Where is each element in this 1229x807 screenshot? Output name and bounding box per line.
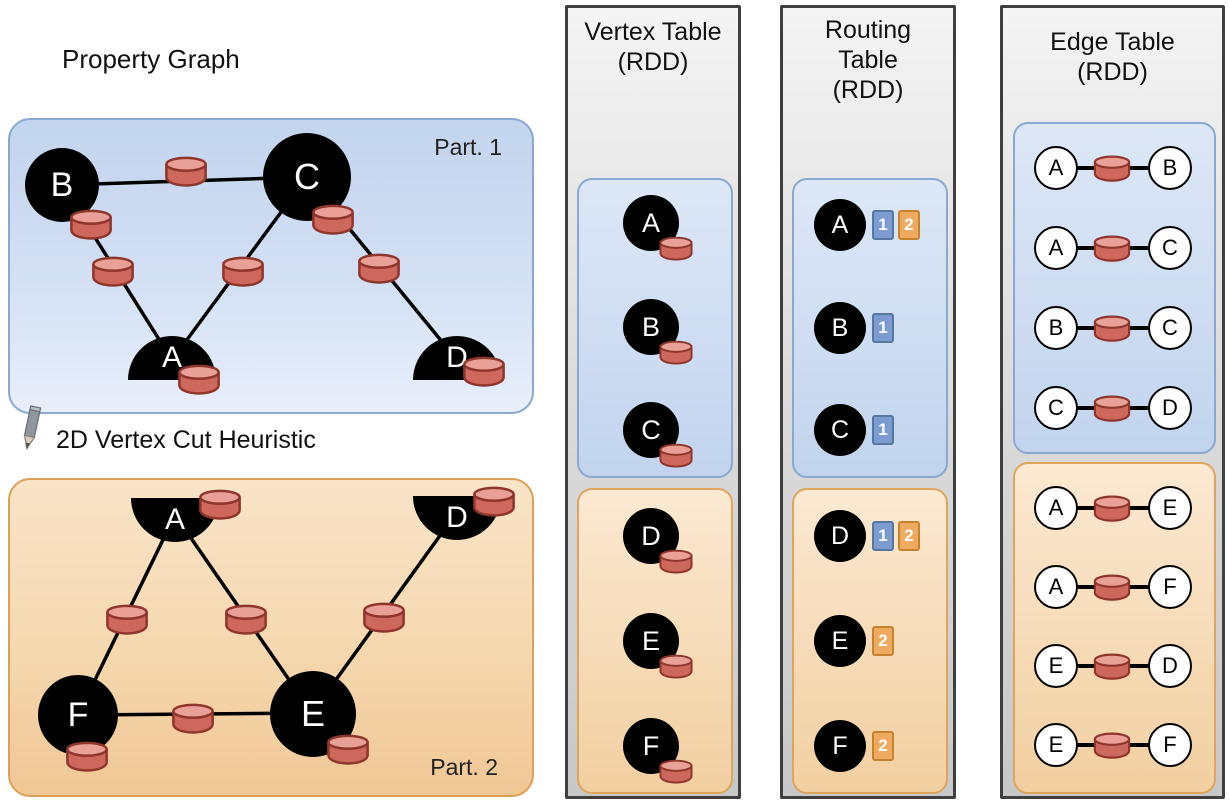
edge-endpoint: E — [1034, 723, 1078, 767]
edge-property-cylinder-icon — [223, 604, 269, 635]
edge-table-title: Edge Table — [1050, 28, 1175, 56]
vertex-property-cylinder-icon — [310, 204, 356, 235]
routing-node-d: D — [814, 510, 866, 562]
edge-endpoint: E — [1148, 486, 1192, 530]
vertex-property-cylinder-icon — [658, 654, 694, 679]
partition-badge: 1 — [872, 415, 894, 445]
vertex-property-cylinder-icon — [658, 759, 694, 784]
edge-property-cylinder-icon — [1092, 315, 1132, 342]
edge-endpoint: A — [1034, 486, 1078, 530]
routing-table-title: Routing — [824, 16, 912, 44]
edge-property-cylinder-icon — [104, 604, 150, 635]
vertex-property-cylinder-icon — [471, 486, 517, 517]
edge-endpoint: C — [1148, 306, 1192, 350]
edge-property-cylinder-icon — [1092, 732, 1132, 759]
property-graph-title: Property Graph — [62, 44, 240, 74]
routing-node-f: F — [814, 720, 866, 772]
routing-node-e: E — [814, 615, 866, 667]
routing-table-title2: Table — [838, 46, 898, 74]
edge-endpoint: A — [1034, 565, 1078, 609]
partition-badge: 2 — [898, 210, 920, 240]
routing-node-c: C — [814, 404, 866, 456]
partition-badge: 1 — [872, 210, 894, 240]
edge-endpoint: A — [1034, 226, 1078, 270]
vertex-table-node-c: C — [623, 402, 679, 458]
edge-endpoint: C — [1034, 386, 1078, 430]
edge-property-cylinder-icon — [1092, 235, 1132, 262]
edge-endpoint: D — [1148, 644, 1192, 688]
edge-property-cylinder-icon — [356, 253, 402, 284]
vertex-property-cylinder-icon — [68, 209, 114, 240]
vertex-property-cylinder-icon — [461, 356, 507, 387]
edge-property-cylinder-icon — [1092, 495, 1132, 522]
vertex-property-cylinder-icon — [658, 549, 694, 574]
edge-endpoint: B — [1034, 306, 1078, 350]
vertex-property-cylinder-icon — [64, 741, 110, 772]
edge-property-cylinder-icon — [361, 602, 407, 633]
edge-endpoint: A — [1034, 146, 1078, 190]
edge-property-cylinder-icon — [1092, 653, 1132, 680]
heuristic-label: 2D Vertex Cut Heuristic — [56, 426, 316, 454]
vertex-property-cylinder-icon — [658, 236, 694, 261]
edge-endpoint: E — [1034, 644, 1078, 688]
edge-property-cylinder-icon — [1092, 395, 1132, 422]
routing-node-b: B — [814, 302, 866, 354]
partition-badge: 1 — [872, 521, 894, 551]
edge-endpoint: F — [1148, 565, 1192, 609]
edge-endpoint: B — [1148, 146, 1192, 190]
partition-badge: 2 — [898, 521, 920, 551]
vertex-table-title: Vertex Table — [584, 18, 722, 46]
edge-endpoint: D — [1148, 386, 1192, 430]
edge-property-cylinder-icon — [163, 156, 209, 187]
edge-table-subtitle: (RDD) — [1077, 58, 1148, 86]
partition-badge: 2 — [872, 731, 894, 761]
edge-property-cylinder-icon — [1092, 574, 1132, 601]
edge-property-cylinder-icon — [1092, 155, 1132, 182]
vertex-table-subtitle: (RDD) — [617, 48, 689, 76]
vertex-property-cylinder-icon — [197, 489, 243, 520]
vertex-property-cylinder-icon — [176, 364, 222, 395]
vertex-property-cylinder-icon — [658, 340, 694, 365]
pencil-icon — [23, 405, 42, 451]
edge-endpoint: C — [1148, 226, 1192, 270]
edge-property-cylinder-icon — [220, 256, 266, 287]
partition-badge: 2 — [872, 626, 894, 656]
vertex-property-cylinder-icon — [325, 734, 371, 765]
edge-property-cylinder-icon — [170, 703, 216, 734]
partition-2-label: Part. 2 — [430, 754, 498, 780]
partition-1-label: Part. 1 — [434, 134, 502, 160]
vertex-table-node-b: B — [623, 299, 679, 355]
routing-node-a: A — [814, 199, 866, 251]
edge-property-cylinder-icon — [90, 256, 136, 287]
routing-table-subtitle: (RDD) — [832, 76, 904, 104]
vertex-property-cylinder-icon — [658, 443, 694, 468]
partition-badge: 1 — [872, 313, 894, 343]
edge-endpoint: F — [1148, 723, 1192, 767]
